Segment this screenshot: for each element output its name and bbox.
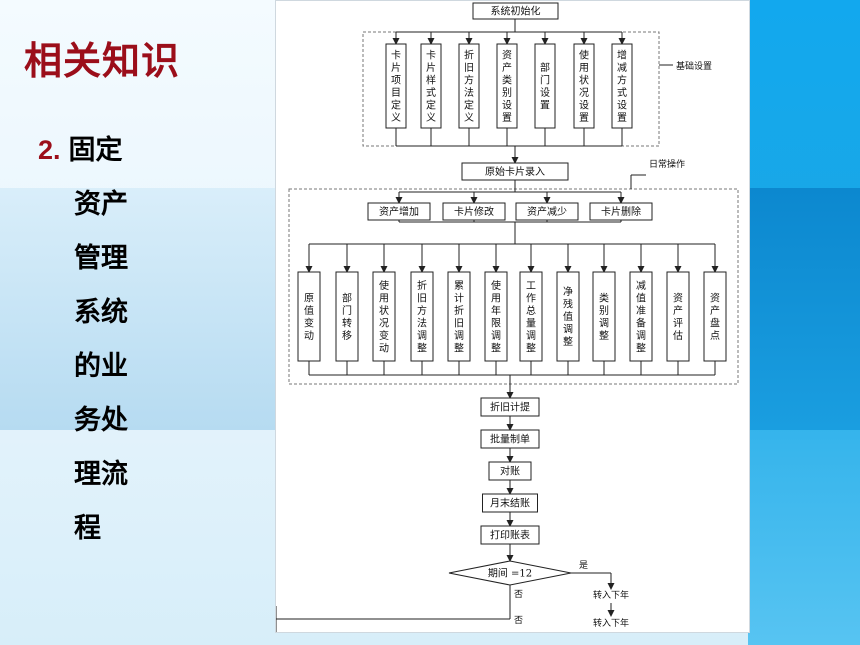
daily-ops-group-label: 日常操作 (649, 158, 685, 170)
flowchart-figure: 系统初始化基础设置卡片项目定义卡片样式定义折旧方法定义资产类别设置部门设置使用状… (275, 0, 750, 633)
section-title-line: 固定 (68, 135, 123, 166)
daily-op-box-label: 资产增加 (379, 205, 419, 218)
daily-op-box-label: 卡片修改 (454, 205, 494, 218)
decision-label: 期间 =12 (488, 567, 532, 580)
basic-setting-box-label: 增减方式设置 (617, 48, 627, 124)
change-box-label: 使用状况变动 (379, 279, 389, 355)
section-title-line: 的业 (74, 351, 128, 382)
step-box-label: 批量制单 (490, 433, 530, 446)
yes-label: 是 (579, 560, 588, 571)
change-box-label: 减值准备调整 (636, 280, 646, 355)
basic-settings-group-label: 基础设置 (676, 60, 712, 72)
basic-setting-box-label: 卡片样式定义 (426, 48, 436, 124)
daily-op-box-label: 资产减少 (527, 205, 567, 218)
basic-setting-box-label: 资产类别设置 (502, 49, 512, 124)
background-left-panel (0, 188, 278, 430)
step-box-label: 打印账表 (490, 529, 530, 542)
card-entry-box-label: 原始卡片录入 (485, 165, 545, 178)
change-box-label: 使用年限调整 (491, 279, 501, 355)
next-year-label: 转入下年 (593, 589, 629, 601)
basic-setting-box-label: 折旧方法定义 (464, 48, 474, 124)
change-box-label: 净残值调整 (563, 285, 573, 348)
change-box-label: 资产盘点 (710, 292, 720, 342)
section-title-line: 程 (74, 513, 101, 544)
slide-title: 相关知识 (24, 39, 181, 83)
change-box-label: 工作总量调整 (526, 281, 536, 355)
daily-ops-group (288, 188, 739, 385)
section-title-line: 系统 (74, 297, 128, 328)
next-year-label: 转入下年 (593, 617, 629, 629)
step-box-label: 折旧计提 (490, 401, 530, 414)
change-box-label: 折旧方法调整 (417, 279, 427, 355)
step-box-label: 对账 (500, 465, 520, 478)
no-label: 否 (514, 615, 523, 626)
section-heading: 2.固定 (38, 128, 123, 167)
step-box-label: 月末结账 (490, 497, 530, 510)
no-label: 否 (514, 589, 523, 600)
change-box-label: 部门转移 (342, 291, 352, 342)
section-title-line: 理流 (74, 459, 128, 490)
start-box-label: 系统初始化 (491, 5, 541, 18)
section-title-line: 务处 (74, 405, 128, 436)
section-number: 2. (38, 135, 61, 165)
flowchart-diagram: 系统初始化基础设置卡片项目定义卡片样式定义折旧方法定义资产类别设置部门设置使用状… (276, 2, 739, 632)
section-title-line: 资产 (74, 189, 128, 220)
basic-setting-box-label: 卡片项目定义 (391, 48, 401, 124)
section-title-continued: 资产 管理 系统 的业 务处 理流 程 (74, 178, 128, 556)
basic-setting-box-label: 部门设置 (540, 61, 550, 112)
change-box-label: 类别调整 (599, 291, 609, 342)
section-title-line: 管理 (74, 243, 128, 274)
daily-op-box-label: 卡片删除 (601, 205, 641, 218)
background-right-strip (748, 188, 860, 430)
change-box-label: 累计折旧调整 (454, 280, 464, 355)
basic-setting-box-label: 使用状况设置 (579, 48, 589, 124)
change-box-label: 原值变动 (304, 292, 314, 342)
change-box-label: 资产评估 (673, 292, 683, 342)
